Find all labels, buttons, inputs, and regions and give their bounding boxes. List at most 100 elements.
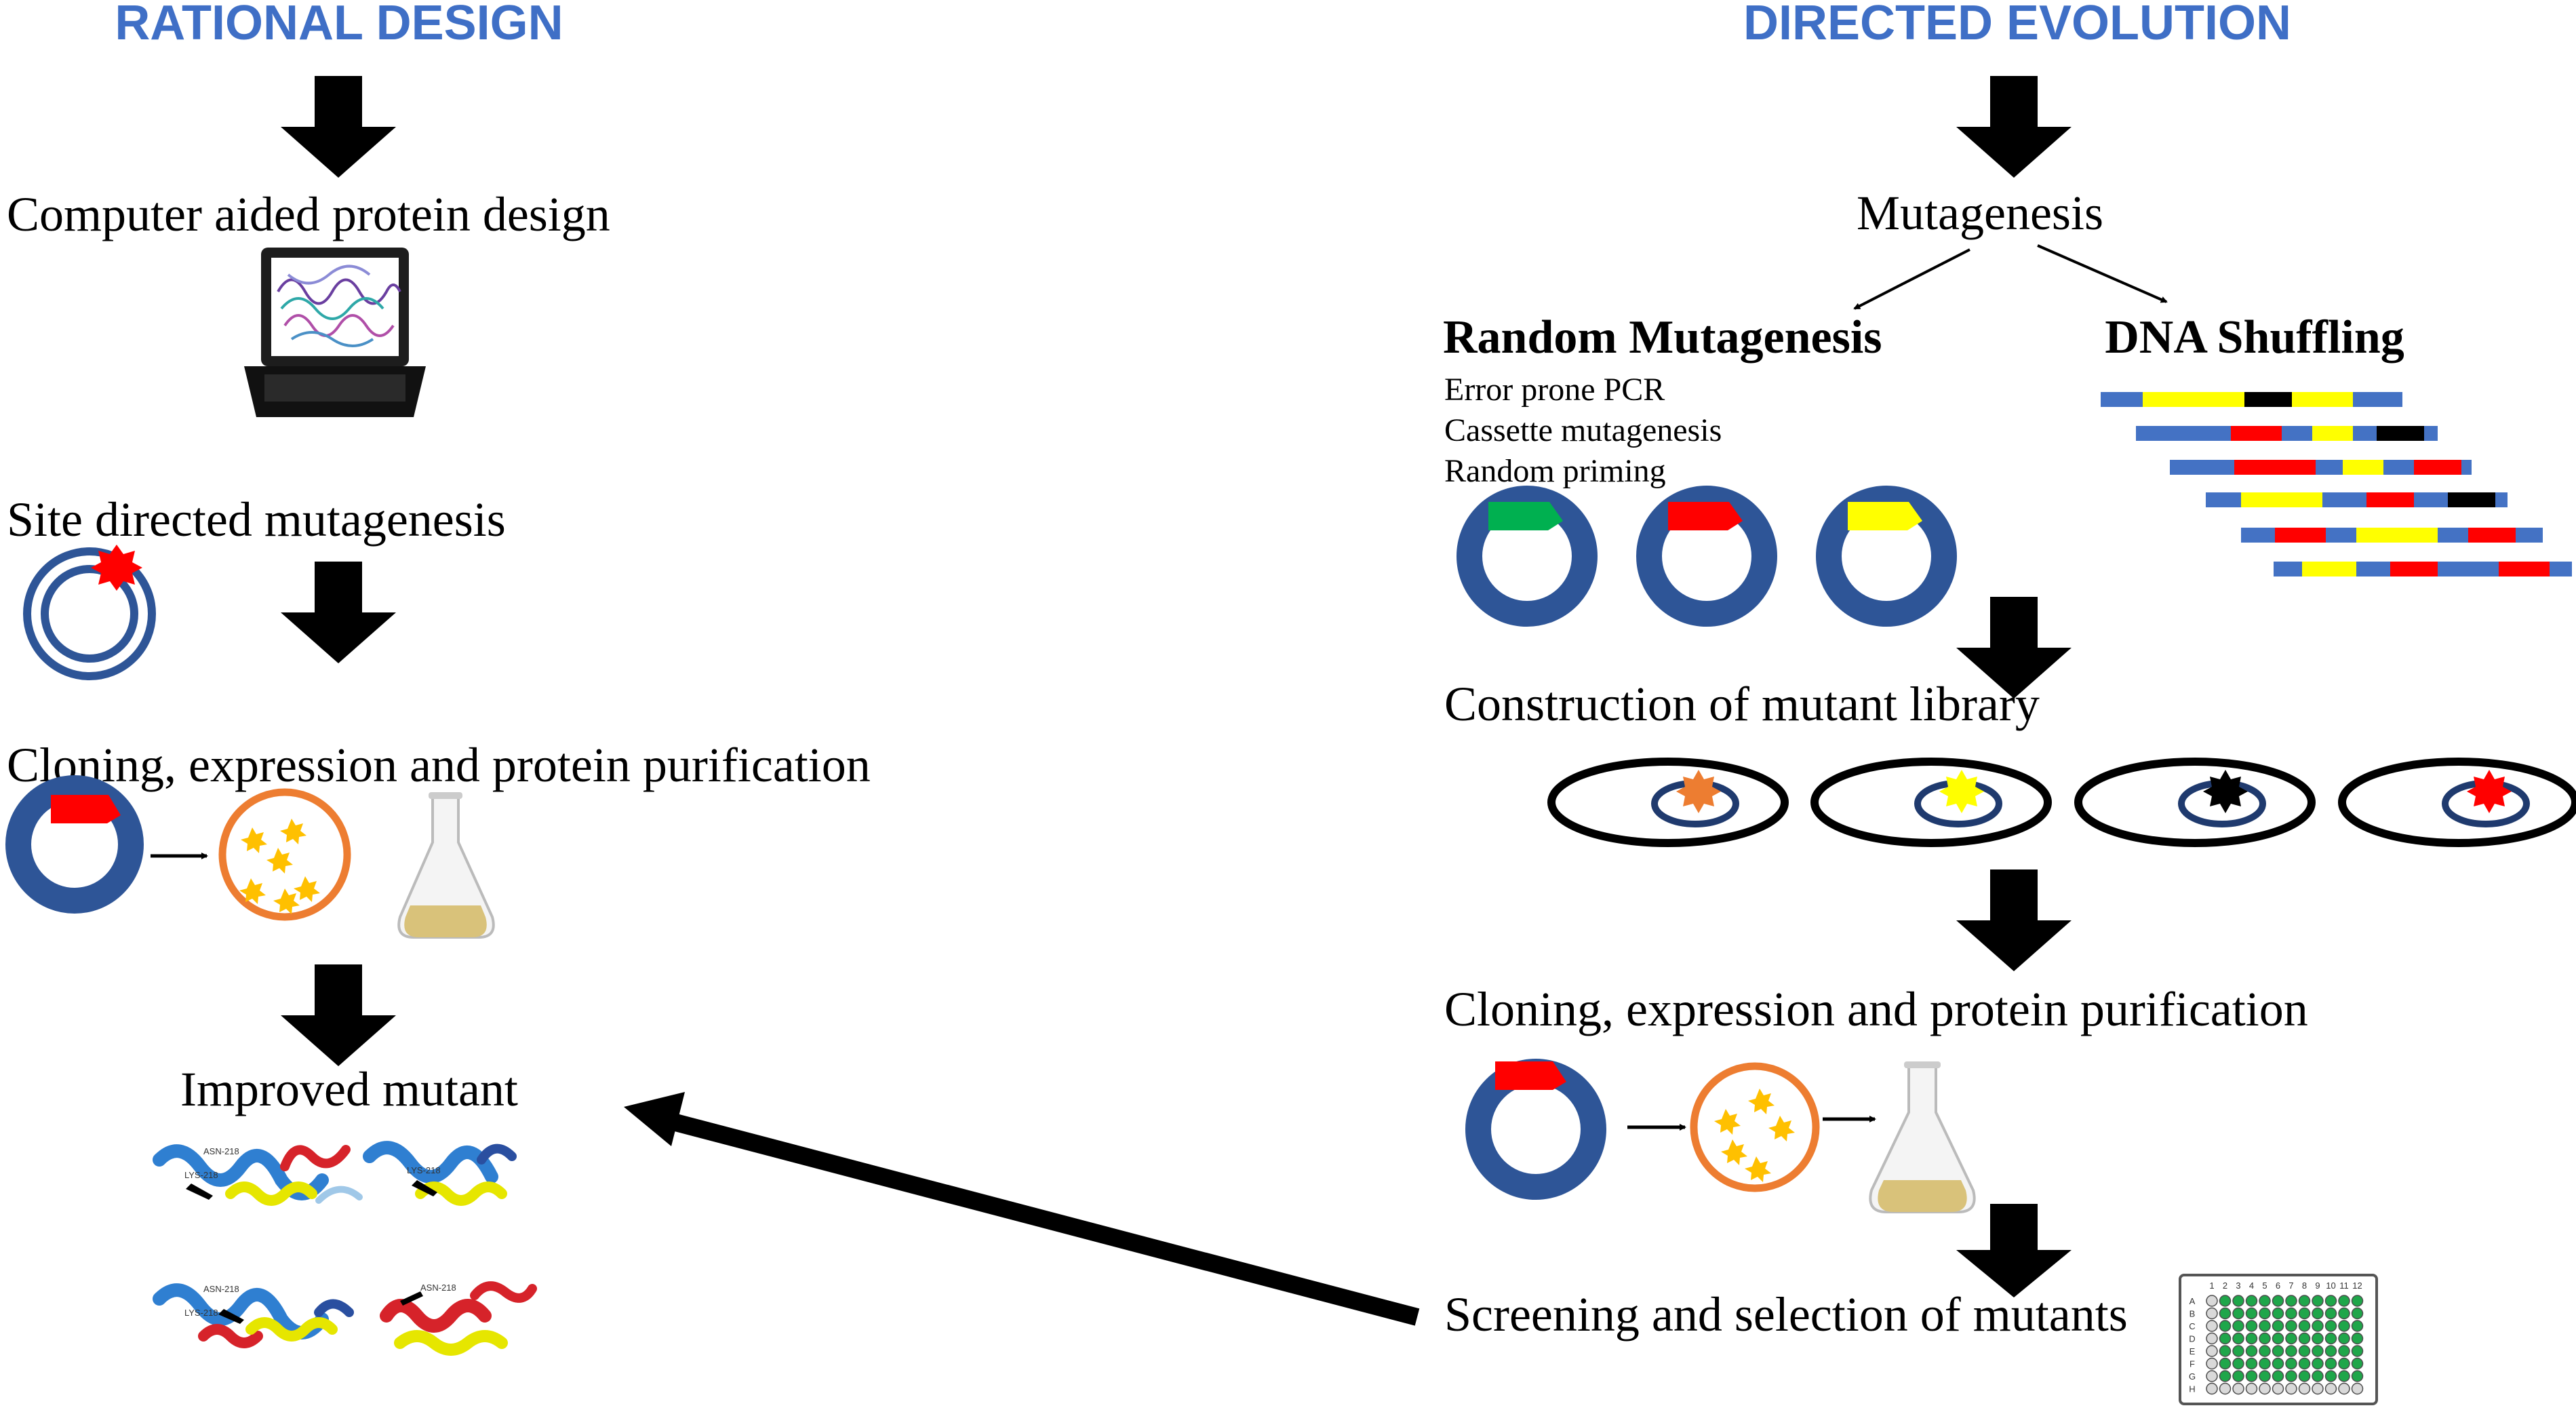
plate-well: [2338, 1370, 2350, 1382]
flask-icon: [397, 792, 495, 939]
plate-well: [2312, 1382, 2324, 1395]
plate-well: [2338, 1332, 2350, 1345]
plate-well: [2312, 1307, 2324, 1320]
plate-well: [2245, 1357, 2258, 1370]
protein-structure-icon: ASN-218 LYS-218: [153, 1283, 354, 1348]
plate-well: [2324, 1307, 2337, 1320]
method-item: Cassette mutagenesis: [1444, 412, 1722, 448]
plate-row-label: D: [2189, 1334, 2195, 1344]
plate-column-label: 12: [2352, 1280, 2362, 1291]
de-cloning-step: Cloning, expression and protein purifica…: [1444, 982, 2308, 1036]
plate-column-label: 8: [2302, 1280, 2307, 1291]
plate-well: [2285, 1307, 2297, 1320]
structure-label: ASN-218: [203, 1284, 239, 1294]
site-directed-step: Site directed mutagenesis: [7, 492, 506, 547]
plate-well: [2259, 1382, 2271, 1395]
plate-column-label: 5: [2262, 1280, 2267, 1291]
plate-well: [2219, 1332, 2232, 1345]
improved-mutant-step: Improved mutant: [180, 1062, 518, 1116]
flask-icon: [1869, 1061, 1976, 1213]
down-arrow: [281, 964, 396, 1066]
structure-label: LYS-218: [184, 1308, 218, 1318]
down-arrow: [281, 76, 396, 178]
dna-fragment-bars: [2101, 392, 2572, 576]
plate-well: [2324, 1320, 2337, 1332]
return-arrow-head: [624, 1092, 685, 1146]
plate-well: [2219, 1320, 2232, 1332]
plate-well: [2206, 1332, 2218, 1345]
plate-well: [2285, 1382, 2297, 1395]
plate-well: [2232, 1295, 2244, 1307]
protein-structure-icon: ASN-218: [380, 1281, 537, 1356]
plate-well: [2312, 1345, 2324, 1357]
plate-well: [2245, 1295, 2258, 1307]
return-arrow: [665, 1112, 1420, 1326]
branch-arrow: [2037, 244, 2168, 303]
plasmid-icon: [23, 547, 156, 680]
plate-well: [2285, 1357, 2297, 1370]
plate-column-label: 3: [2236, 1280, 2240, 1291]
plate-well: [2206, 1295, 2218, 1307]
plate-well: [2338, 1357, 2350, 1370]
method-item: Error prone PCR: [1444, 372, 1665, 408]
down-arrow: [1956, 1204, 2072, 1297]
directed-evolution-title: DIRECTED EVOLUTION: [1743, 0, 2291, 50]
plate-well: [2232, 1332, 2244, 1345]
plate-well: [2245, 1370, 2258, 1382]
down-arrow: [1956, 597, 2072, 699]
laptop-icon: [244, 248, 426, 417]
plasmid-icon: [1465, 1059, 1606, 1200]
plate-well: [2206, 1307, 2218, 1320]
plate-well: [2232, 1307, 2244, 1320]
rational-design-title: RATIONAL DESIGN: [115, 0, 563, 50]
plate-well: [2259, 1295, 2271, 1307]
plate-well: [2245, 1332, 2258, 1345]
plate-well: [2259, 1357, 2271, 1370]
mutagenesis-label: Mutagenesis: [1857, 186, 2103, 240]
down-arrow: [1956, 76, 2072, 178]
library-cell-icon: [2338, 758, 2576, 847]
structure-label: LYS-218: [184, 1170, 218, 1180]
plate-well: [2351, 1370, 2364, 1382]
plate-well: [2351, 1332, 2364, 1345]
random-mutagenesis-title: Random Mutagenesis: [1443, 311, 1882, 364]
plate-well: [2298, 1307, 2311, 1320]
plasmid-icon: [1457, 486, 1598, 627]
plate-row-label: C: [2189, 1321, 2195, 1331]
cell-icon: [1690, 1062, 1820, 1192]
plate-well: [2272, 1382, 2284, 1395]
plate-column-label: 6: [2276, 1280, 2280, 1291]
plate-well: [2324, 1382, 2337, 1395]
plate-well: [2324, 1370, 2337, 1382]
plate-column-label: 10: [2326, 1280, 2335, 1291]
plate-well: [2312, 1370, 2324, 1382]
plate-well: [2338, 1295, 2350, 1307]
plate-well: [2324, 1295, 2337, 1307]
plate-well: [2285, 1295, 2297, 1307]
plate-well: [2245, 1382, 2258, 1395]
plate-well: [2219, 1345, 2232, 1357]
library-cell-icon: [1810, 758, 2052, 847]
plate-well: [2312, 1295, 2324, 1307]
plate-well: [2272, 1332, 2284, 1345]
plate-row-label: A: [2189, 1296, 2196, 1306]
plate-well: [2232, 1382, 2244, 1395]
plate-well: [2245, 1307, 2258, 1320]
plate-row-label: E: [2189, 1346, 2196, 1356]
structure-label: ASN-218: [420, 1283, 456, 1293]
plate-well: [2232, 1370, 2244, 1382]
plate-well: [2232, 1357, 2244, 1370]
plate-well: [2298, 1357, 2311, 1370]
plate-column-label: 4: [2249, 1280, 2254, 1291]
rd-cloning-step: Cloning, expression and protein purifica…: [7, 738, 871, 792]
plate-well: [2219, 1307, 2232, 1320]
plate-row-label: F: [2189, 1359, 2195, 1369]
library-cell-icon: [2074, 758, 2316, 847]
plate-well: [2206, 1382, 2218, 1395]
plate-well: [2298, 1320, 2311, 1332]
plate-well: [2338, 1382, 2350, 1395]
plate-well: [2272, 1307, 2284, 1320]
method-item: Random priming: [1444, 453, 1666, 489]
